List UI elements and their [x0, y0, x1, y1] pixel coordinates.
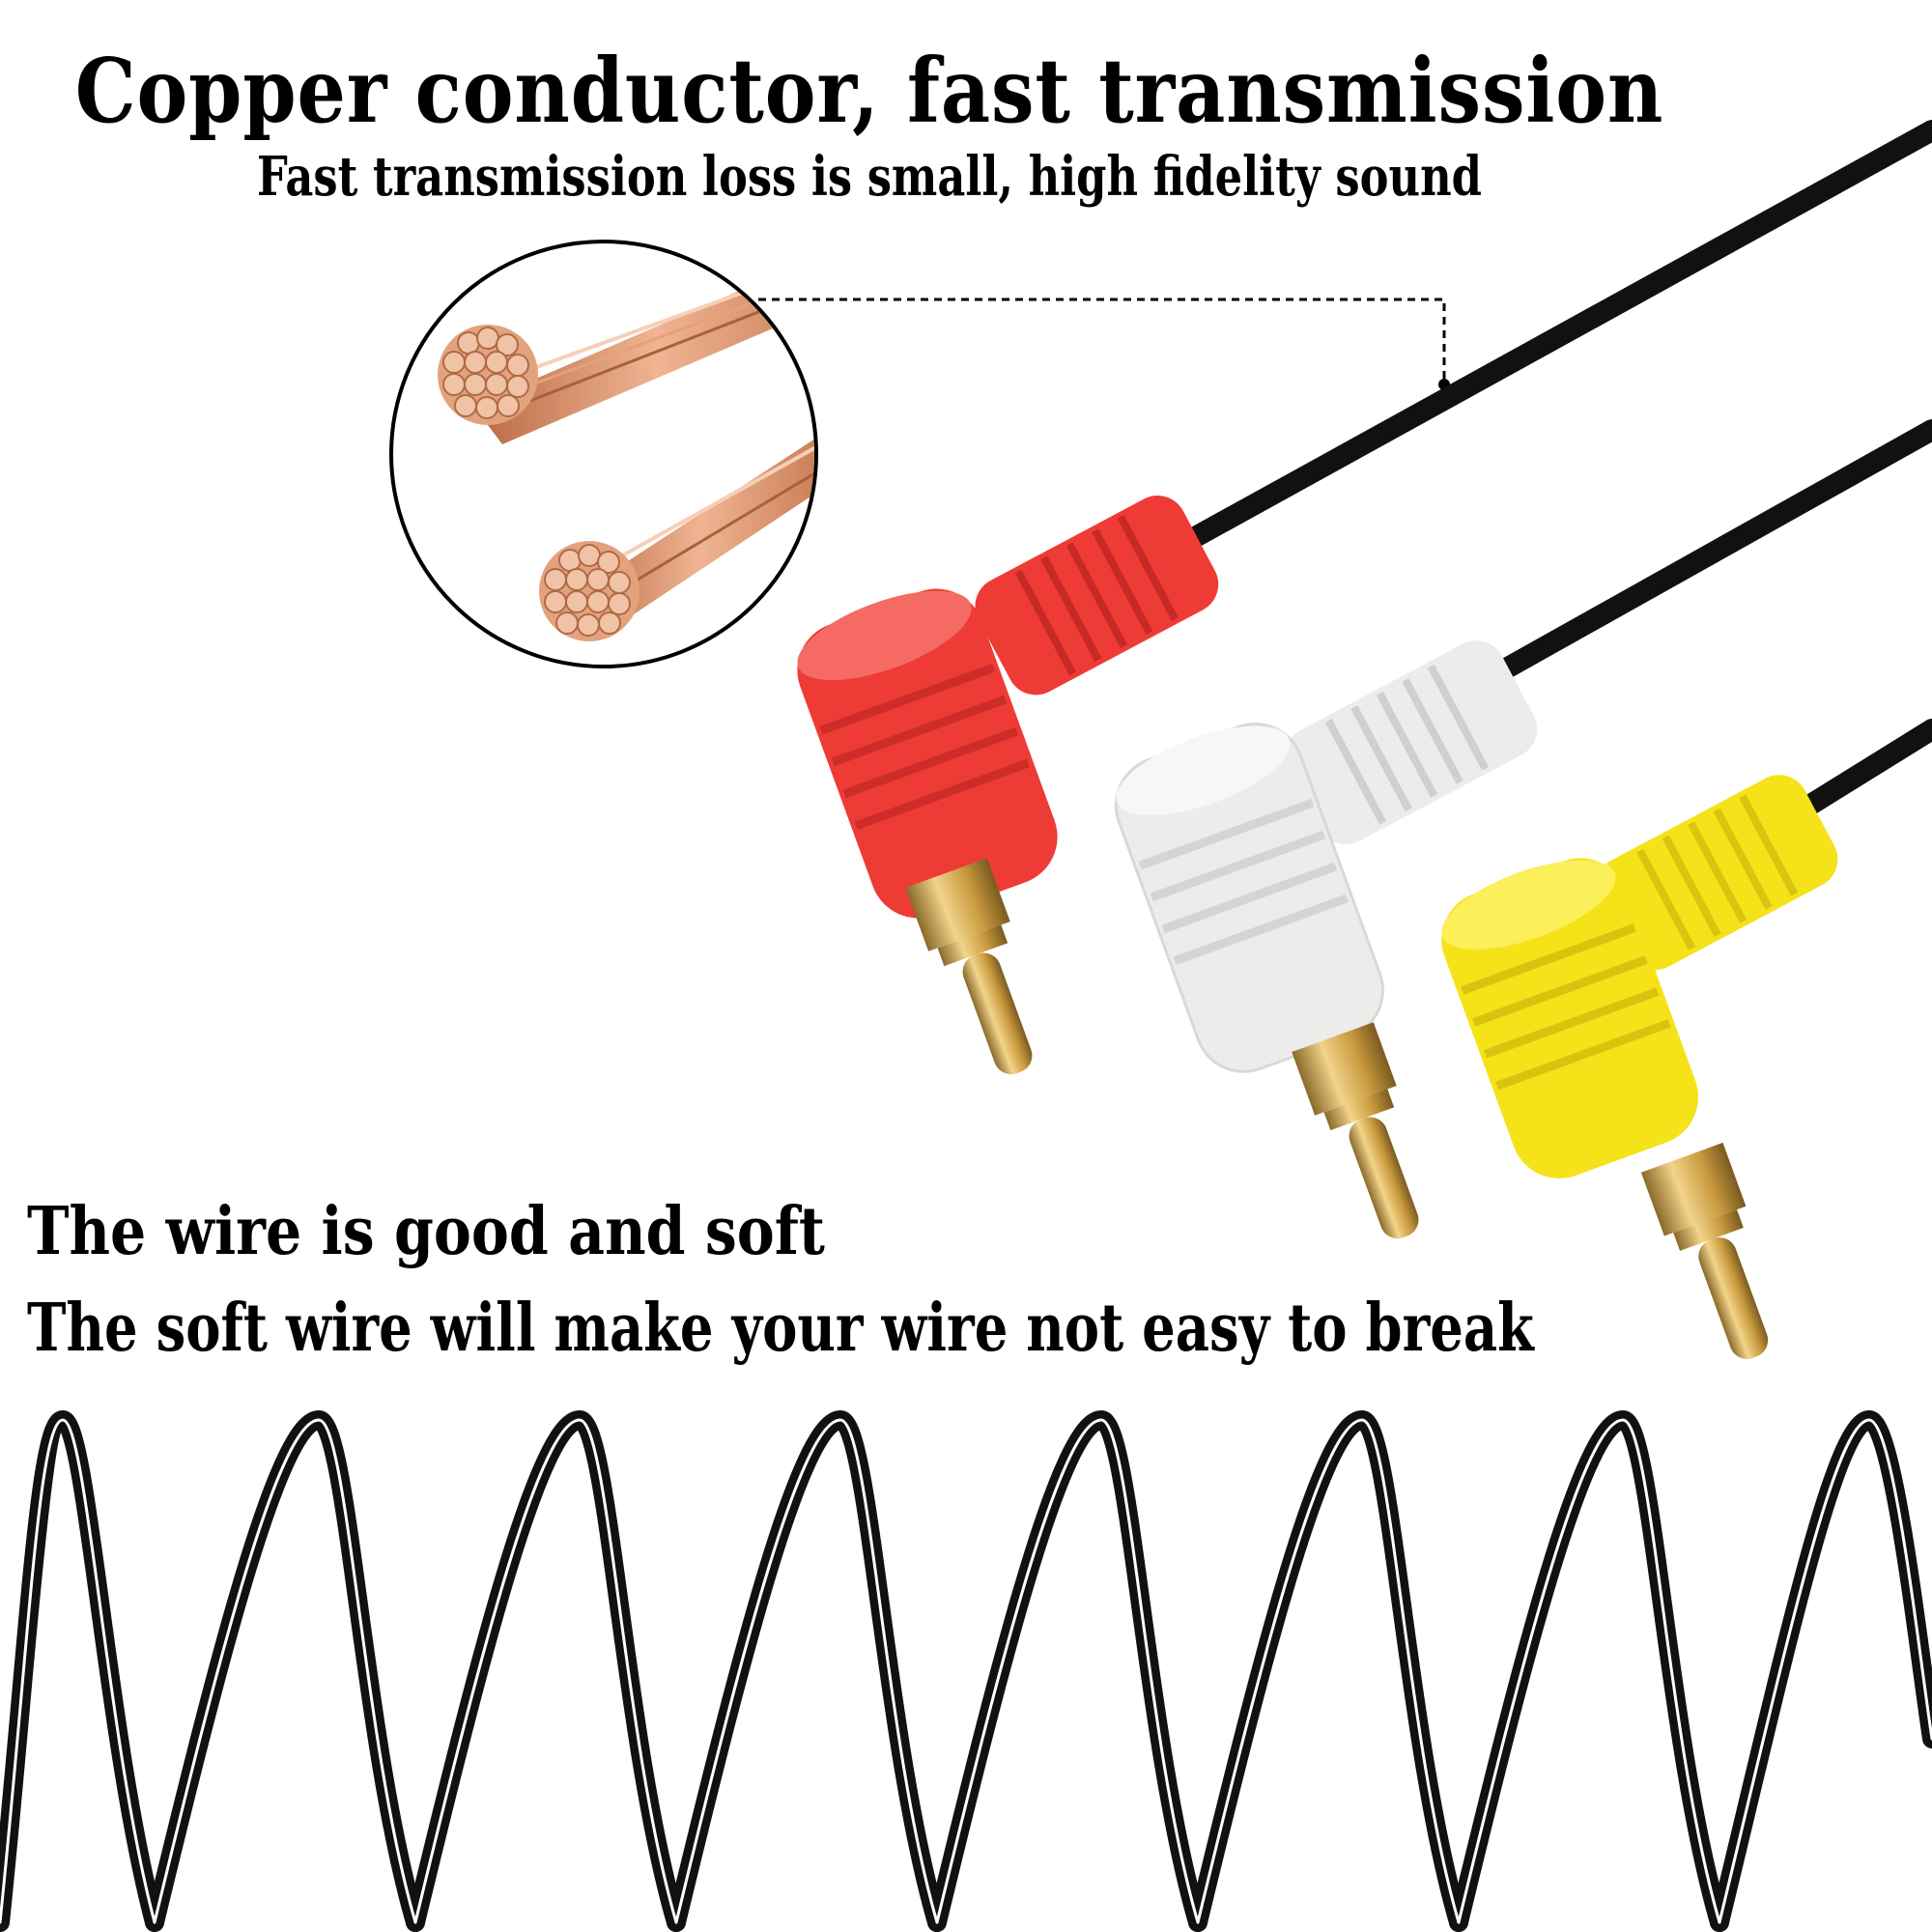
yellow-cable	[1781, 719, 1932, 827]
coiled-black-cable	[0, 1409, 1932, 1932]
cables	[1178, 120, 1932, 827]
white-rca-plug	[1114, 640, 1538, 1239]
yellow-rca-plug	[1441, 775, 1838, 1359]
lower-copper-bundle	[539, 435, 814, 641]
red-cable	[1178, 120, 1932, 552]
copper-strands-magnifier	[389, 240, 818, 668]
red-rca-plug	[797, 496, 1219, 1075]
white-cable	[1482, 419, 1932, 687]
callout-line	[758, 298, 1446, 382]
softness-description: The soft wire will make your wire not ea…	[27, 1290, 1534, 1367]
sub-headline: Fast transmission loss is small, high fi…	[256, 145, 1483, 209]
main-headline: Copper conductor, fast transmission	[74, 39, 1664, 143]
softness-heading: The wire is good and soft	[27, 1193, 825, 1270]
